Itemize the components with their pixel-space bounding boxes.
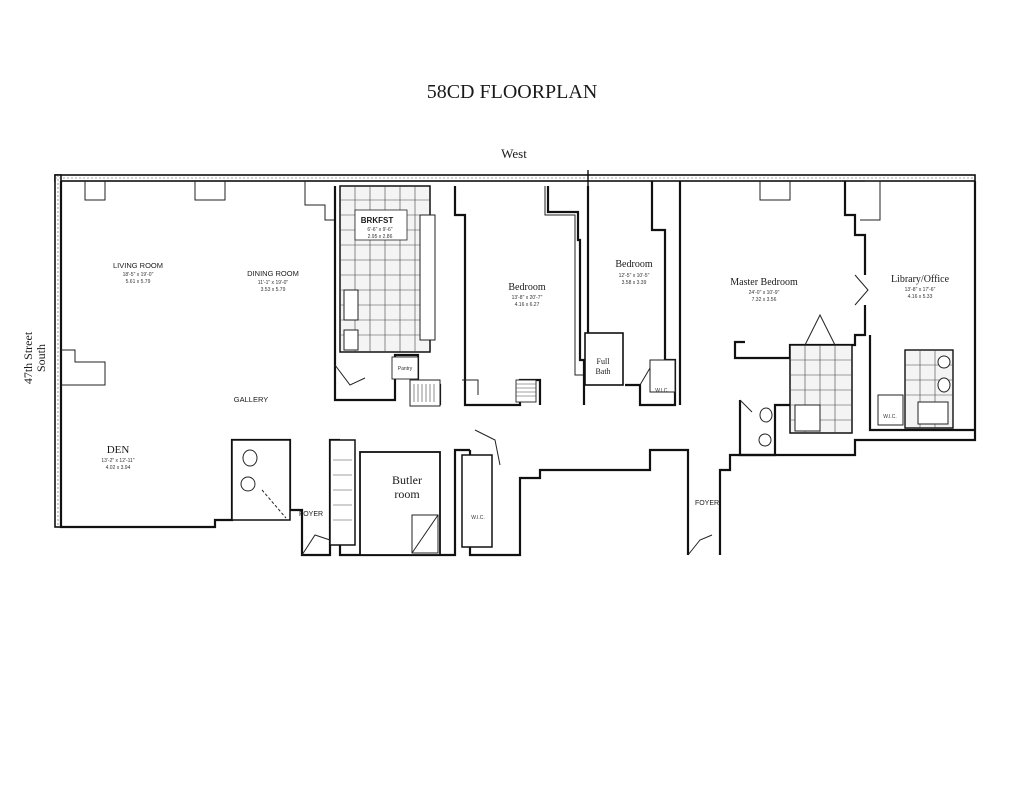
pantry-label: Pantry <box>398 366 413 372</box>
butler-room-label-line2: room <box>394 487 420 501</box>
pantry-stair-box <box>409 379 441 407</box>
den-dim-imperial: 13'-2" x 12'-11" <box>101 458 134 464</box>
master-tub <box>794 404 821 432</box>
den-sink <box>240 476 256 492</box>
room-labels: LIVING ROOM 18'-5" x 19'-0" 5.61 x 5.79 … <box>101 216 949 521</box>
brkfst-label-box <box>354 209 408 241</box>
foyer-1-closet <box>301 439 356 556</box>
dining-room-label: DINING ROOM <box>247 269 299 278</box>
breakfast-dim-imperial: 6'-6" x 9'-6" <box>367 227 392 233</box>
full-bath-label-line2: Bath <box>595 367 610 376</box>
breakfast-dim-metric: 2.95 x 2.86 <box>368 234 393 240</box>
den-powder-room <box>231 439 291 521</box>
foyer-1-door <box>301 534 331 556</box>
bedroom-2-dim-imperial: 12'-5" x 10'-5" <box>619 273 650 279</box>
den-toilet <box>242 449 258 467</box>
foyer-2-door <box>687 534 713 556</box>
full-bath-label-line1: Full <box>597 357 611 366</box>
butler-room-label-line1: Butler <box>392 473 422 487</box>
bedroom-2-door <box>639 367 651 386</box>
kitchen-sink <box>343 329 359 351</box>
kitchen-door-swing <box>334 364 366 386</box>
master-toilet <box>759 407 773 423</box>
wic-3-label: W.I.C. <box>883 414 897 420</box>
library-toilet <box>937 377 951 393</box>
master-bath-door <box>739 399 753 413</box>
foyer-1-label: FOYER <box>299 511 323 518</box>
master-bedroom-label: Master Bedroom <box>730 277 798 288</box>
pantry-stair-lines <box>413 384 435 402</box>
den-shower-line <box>261 489 287 519</box>
gallery-label: GALLERY <box>234 395 268 404</box>
wic-1-label: W.I.C. <box>655 388 669 394</box>
library-office-dim-imperial: 13'-8" x 17'-6" <box>905 287 936 293</box>
master-bathroom <box>738 344 853 457</box>
library-sink <box>937 355 951 369</box>
master-bedroom-dim-imperial: 24'-0" x 10'-9" <box>749 290 780 296</box>
library-office-label: Library/Office <box>891 274 950 285</box>
master-closet-door <box>804 313 836 346</box>
bedroom-2-dim-metric: 3.58 x 3.39 <box>622 280 647 286</box>
living-room-label: LIVING ROOM <box>113 261 163 270</box>
pantry-box <box>391 356 419 380</box>
kitchen-counter <box>419 214 436 341</box>
bedroom-2-walls <box>584 181 677 407</box>
library-wic-box <box>877 394 904 426</box>
kitchen-range <box>343 289 359 321</box>
full-bath-box <box>584 332 624 386</box>
bedroom-1-door <box>462 379 479 395</box>
den-label: DEN <box>107 444 130 456</box>
breakfast-label: BRKFST <box>361 216 394 225</box>
master-bedroom-dim-metric: 7.32 x 3.56 <box>752 297 777 303</box>
bedroom-1-closet-stair <box>515 379 537 403</box>
bedroom-1-label: Bedroom <box>508 282 545 293</box>
wic-2-label: W.I.C. <box>471 515 485 521</box>
south-label: South <box>34 344 48 372</box>
living-room-dim-imperial: 18'-5" x 19'-0" <box>123 272 154 278</box>
bedroom-2-wic-box <box>649 359 676 393</box>
dining-room-dim-metric: 3.53 x 5.79 <box>261 287 286 293</box>
breakfast-kitchen-area <box>333 185 442 407</box>
bedroom-1-dim-imperial: 13'-8" x 20'-7" <box>512 295 543 301</box>
exterior-window-wall <box>54 170 976 528</box>
bedroom-1-dim-metric: 4.16 x 6.27 <box>515 302 540 308</box>
bedroom-1-walls <box>453 186 586 407</box>
living-room-dim-metric: 5.61 x 5.79 <box>126 279 151 285</box>
master-sink <box>758 433 772 447</box>
dining-room-dim-imperial: 11'-1" x 19'-0" <box>258 280 289 286</box>
foyer-2-label: FOYER <box>695 500 719 507</box>
library-office-dim-metric: 4.16 x 5.33 <box>908 294 933 300</box>
library-office-walls <box>860 180 975 432</box>
compass-south-label-group: 47th Street South <box>21 331 48 384</box>
street-label: 47th Street <box>21 331 35 384</box>
library-door-swing <box>854 274 869 306</box>
wic-2-door <box>474 429 501 466</box>
den-dim-metric: 4.02 x 3.94 <box>106 465 131 471</box>
wic-2-box <box>461 454 493 548</box>
page-title: 58CD FLOORPLAN <box>427 81 598 103</box>
butler-room <box>359 429 501 556</box>
library-tub <box>917 401 949 425</box>
foyer-2 <box>687 534 713 556</box>
compass-west-label: West <box>501 146 527 161</box>
bedroom-2-label: Bedroom <box>615 259 652 270</box>
